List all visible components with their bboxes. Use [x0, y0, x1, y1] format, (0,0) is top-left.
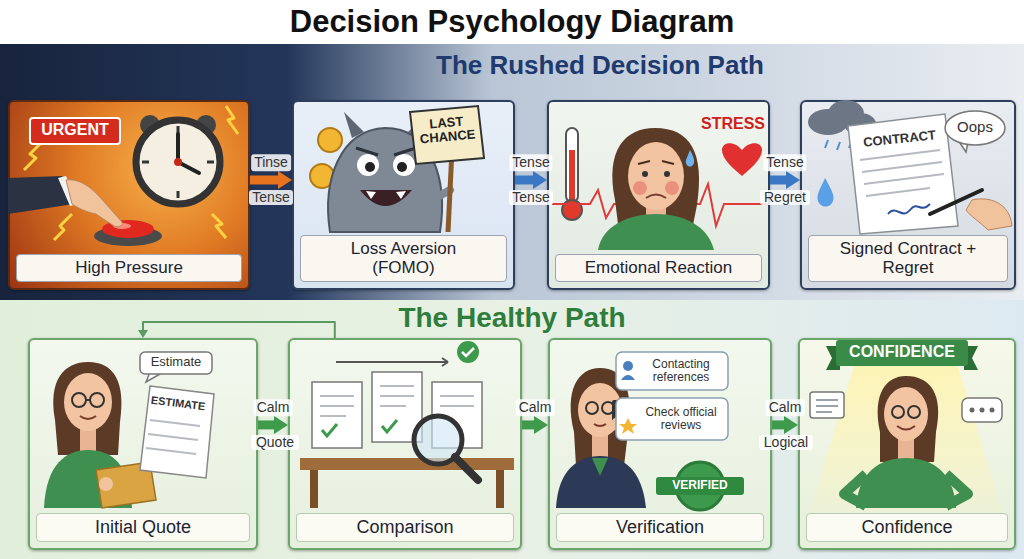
- panel-caption: Comparison: [296, 513, 514, 542]
- arrow-label: Tense: [509, 190, 553, 205]
- bubble-text: Oops: [945, 119, 1005, 135]
- arrow-label: Tinse: [251, 154, 291, 171]
- sign-text: URGENT: [30, 122, 120, 139]
- panel-caption: Verification: [556, 513, 764, 542]
- step-panel: Initial Quote: [28, 338, 258, 550]
- arrow-label: Logical: [759, 435, 813, 450]
- section-band: The Rushed Decision PathHigh Pressure Los…: [0, 44, 1024, 300]
- panel-caption: Confidence: [806, 513, 1008, 542]
- arrow-label: Regret: [760, 190, 810, 205]
- panel-caption: Initial Quote: [36, 513, 250, 542]
- step-panel: Confidence: [798, 338, 1016, 550]
- step-panel: Loss Aversion (FOMO): [292, 100, 515, 290]
- badge-text: VERIFIED: [656, 479, 744, 492]
- sign-text: LAST CHANCE: [413, 113, 481, 146]
- bubble-text: Check official reviews: [636, 406, 726, 431]
- section-heading: The Healthy Path: [312, 302, 712, 334]
- panel-caption: Loss Aversion (FOMO): [300, 235, 507, 282]
- section-band: The Healthy PathInitial Quote Comparison V…: [0, 300, 1024, 559]
- section-heading: The Rushed Decision Path: [380, 50, 820, 81]
- arrow-label: Tense: [249, 190, 293, 205]
- bubble-text: Contacting references: [636, 358, 726, 383]
- panel-caption: Signed Contract + Regret: [808, 235, 1008, 282]
- arrow-label: Calm: [766, 399, 805, 416]
- diagram-title: Decision Psychology Diagram: [0, 4, 1024, 40]
- emotion-text: STRESS: [698, 116, 768, 133]
- arrow-label: Tense: [509, 154, 552, 171]
- arrow-label: Calm: [254, 399, 293, 416]
- banner-text: CONFIDENCE: [836, 344, 968, 361]
- arrow-label: Quote: [251, 435, 299, 450]
- arrow-label: Calm: [516, 399, 555, 416]
- panel-caption: Emotional Reaction: [555, 254, 762, 282]
- bubble-text: Estimate: [140, 355, 212, 369]
- step-panel: Comparison: [288, 338, 522, 550]
- arrow-label: Tense: [763, 154, 806, 171]
- panel-caption: High Pressure: [16, 254, 242, 282]
